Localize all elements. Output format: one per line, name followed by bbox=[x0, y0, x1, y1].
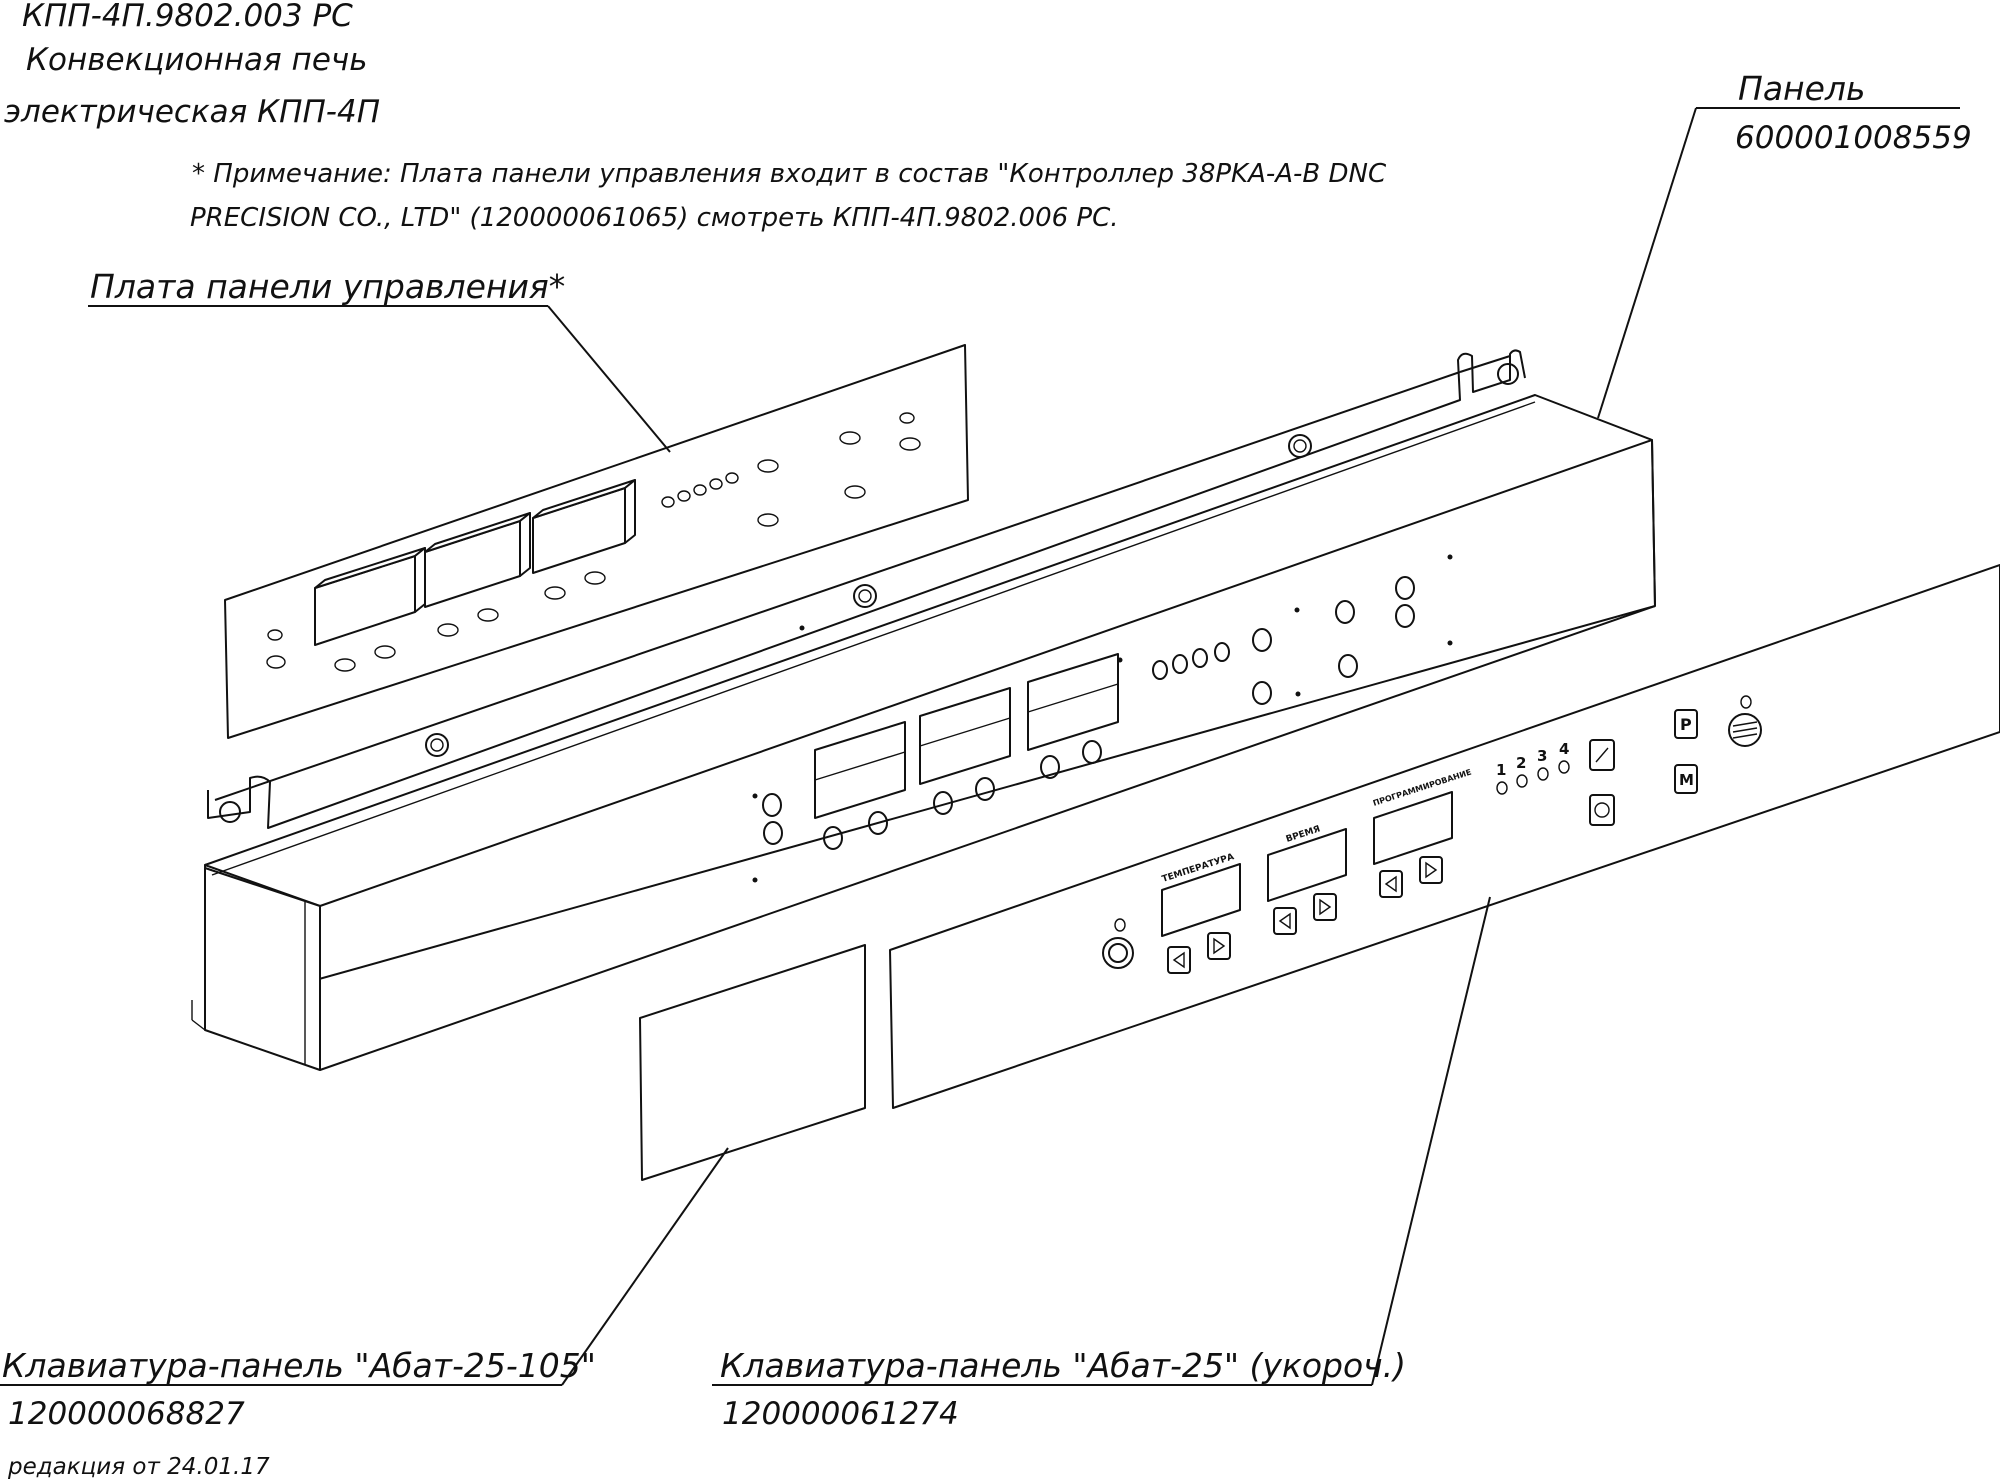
doc-title-line2: Конвекционная печь bbox=[26, 42, 367, 78]
keypad-num-2: 2 bbox=[1516, 754, 1526, 772]
callout-texts: Плата панели управления* Панель 60000100… bbox=[2, 69, 1972, 1480]
callout-board-label: Плата панели управления* bbox=[90, 267, 565, 306]
board-display-1 bbox=[314, 547, 426, 646]
keypad-num-4: 4 bbox=[1559, 740, 1569, 758]
board-display-2 bbox=[424, 512, 531, 608]
keypad-num-3: 3 bbox=[1537, 747, 1547, 765]
doc-title-line3: электрическая КПП-4П bbox=[4, 94, 380, 130]
panel-holes bbox=[762, 576, 1415, 850]
callout-panel-code: 600001008559 bbox=[1735, 120, 1972, 156]
revision-note: редакция от 24.01.17 bbox=[7, 1454, 270, 1480]
callout-keypad105-code: 120000068827 bbox=[8, 1396, 245, 1432]
note-block: * Примечание: Плата панели управления вх… bbox=[190, 159, 1387, 233]
title-block: КПП-4П.9802.003 РС Конвекционная печь эл… bbox=[4, 0, 380, 130]
keypad-panel-105 bbox=[639, 944, 866, 1181]
control-board bbox=[224, 344, 969, 739]
board-display-3 bbox=[532, 479, 636, 574]
callout-keypad-short-code: 120000061274 bbox=[722, 1396, 959, 1432]
note-line1: * Примечание: Плата панели управления вх… bbox=[192, 159, 1387, 189]
note-line2: PRECISION CO., LTD" (120000061065) смотр… bbox=[190, 203, 1119, 233]
leader-lines bbox=[0, 107, 1960, 1386]
callout-panel-label: Панель bbox=[1738, 69, 1865, 108]
callout-keypad105-label: Клавиатура-панель "Абат-25-105" bbox=[2, 1346, 596, 1385]
keypad-num-1: 1 bbox=[1496, 761, 1506, 779]
keypad-key-p: P bbox=[1680, 715, 1692, 734]
main-panel bbox=[191, 349, 1656, 1071]
panel-pinholes bbox=[752, 554, 1453, 883]
callout-keypad-short-label: Клавиатура-панель "Абат-25" (укороч.) bbox=[720, 1346, 1406, 1385]
keypad-panel-short: ТЕМПЕРАТУРА ВРЕМЯ ПРОГРАММИРОВАНИЕ 1 2 3… bbox=[889, 564, 2000, 1109]
keypad-key-m: M bbox=[1679, 771, 1694, 789]
board-components bbox=[266, 412, 921, 672]
doc-code: КПП-4П.9802.003 РС bbox=[22, 0, 353, 34]
